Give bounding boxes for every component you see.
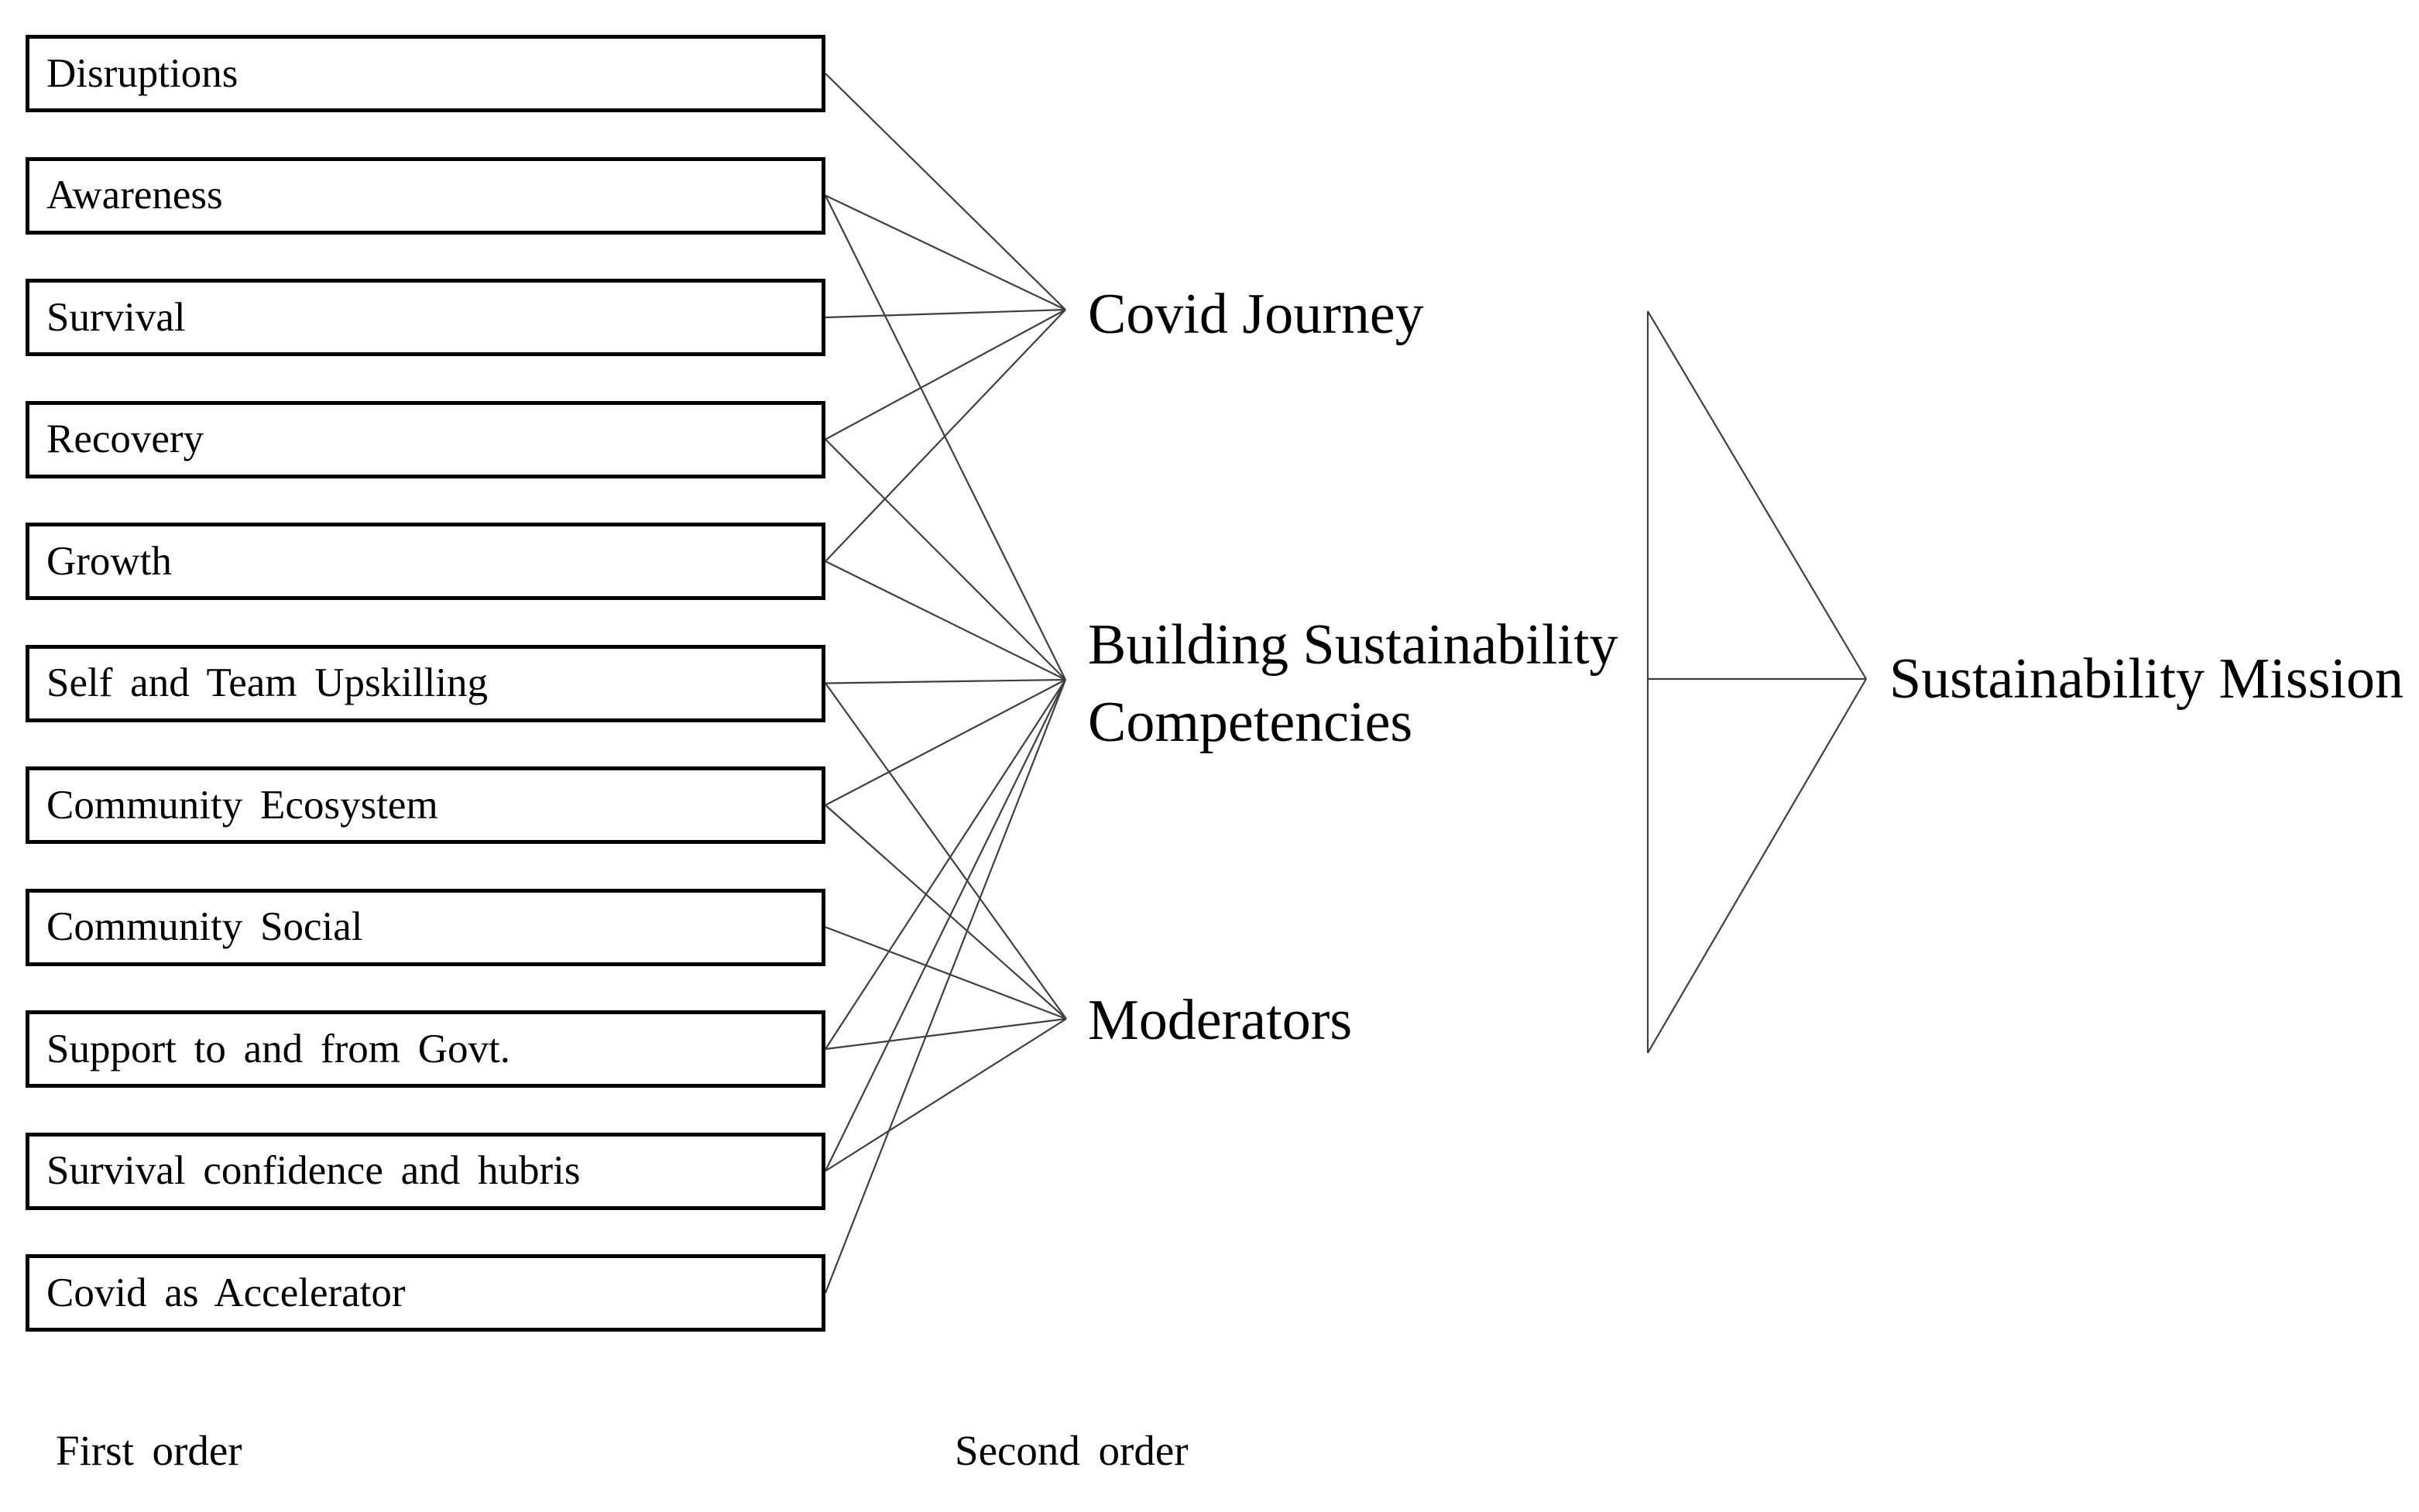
outcome-label-sustainability-mission: Sustainability Mission — [1889, 647, 2404, 711]
box-label-awareness: Awareness — [46, 173, 223, 218]
first-order-box-support-govt: Support to and from Govt. — [26, 1010, 825, 1088]
box-label-community-social: Community Social — [46, 904, 363, 949]
connector-self_team_upskilling-to-moderators — [825, 682, 1067, 1020]
legend-first-order: First order — [56, 1427, 242, 1474]
second-order-label-building-competencies: Building Sustainability Competencies — [1088, 606, 1618, 761]
box-label-self-team-upskilling: Self and Team Upskilling — [46, 660, 489, 705]
connector-disruptions-to-covid_journey — [825, 73, 1066, 310]
building-label-line-2: Competencies — [1088, 691, 1413, 754]
box-label-survival: Survival — [46, 294, 186, 340]
connector-support_govt-to-building_competencies — [825, 679, 1066, 1050]
first-order-box-covid-accelerator: Covid as Accelerator — [26, 1254, 825, 1332]
box-label-covid-accelerator: Covid as Accelerator — [46, 1270, 406, 1315]
first-order-box-awareness: Awareness — [26, 156, 825, 235]
connector-community_ecosystem-to-building_competencies — [825, 679, 1066, 806]
first-order-box-self-team-upskilling: Self and Team Upskilling — [26, 644, 825, 722]
box-label-community-ecosystem: Community Ecosystem — [46, 782, 438, 828]
triangle-upper-hypotenuse — [1647, 310, 1867, 680]
second-order-label-covid-journey: Covid Journey — [1088, 283, 1424, 346]
first-order-box-recovery: Recovery — [26, 400, 825, 478]
connector-recovery-to-building_competencies — [825, 438, 1066, 681]
connector-growth-to-covid_journey — [825, 309, 1066, 562]
connector-survival_confidence-to-moderators — [825, 1018, 1067, 1172]
first-order-box-disruptions: Disruptions — [26, 35, 825, 112]
connector-covid_accelerator-to-building_competencies — [824, 679, 1067, 1294]
connector-self_team_upskilling-to-building_competencies — [825, 678, 1066, 684]
second-order-label-moderators: Moderators — [1088, 989, 1353, 1052]
box-label-support-govt: Support to and from Govt. — [46, 1026, 511, 1071]
first-order-box-community-ecosystem: Community Ecosystem — [26, 766, 825, 844]
connector-awareness-to-building_competencies — [825, 195, 1066, 681]
connector-awareness-to-covid_journey — [825, 194, 1066, 310]
first-order-box-survival: Survival — [26, 279, 825, 356]
box-label-growth: Growth — [46, 538, 172, 584]
connector-community_ecosystem-to-moderators — [825, 804, 1067, 1020]
connector-survival_confidence-to-building_competencies — [825, 679, 1066, 1171]
box-label-survival-confidence: Survival confidence and hubris — [46, 1148, 581, 1193]
building-label-line-1: Building Sustainability — [1088, 613, 1618, 677]
connector-survival-to-covid_journey — [825, 308, 1066, 319]
legend-second-order: Second order — [955, 1427, 1189, 1474]
connector-support_govt-to-moderators — [825, 1017, 1067, 1051]
connector-community_social-to-moderators — [825, 926, 1067, 1020]
box-label-disruptions: Disruptions — [46, 50, 238, 96]
first-order-box-community-social: Community Social — [26, 888, 825, 966]
connector-recovery-to-covid_journey — [825, 309, 1066, 441]
first-order-box-growth: Growth — [26, 523, 825, 600]
connector-growth-to-building_competencies — [825, 561, 1066, 681]
triangle-lower-hypotenuse — [1647, 678, 1867, 1054]
box-label-recovery: Recovery — [46, 417, 204, 461]
first-order-box-survival-confidence: Survival confidence and hubris — [26, 1132, 825, 1210]
